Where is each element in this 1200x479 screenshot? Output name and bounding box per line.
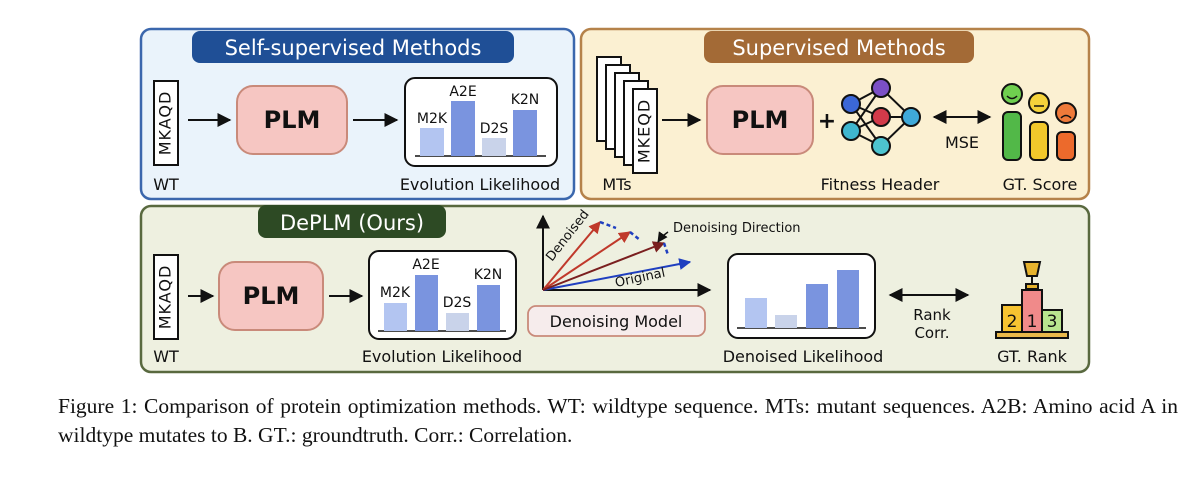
neural-network-icon	[841, 78, 921, 156]
podium-place-2: 2	[1007, 312, 1018, 332]
deplm-bar-label-a2e: A2E	[412, 257, 439, 273]
self-supervised-header: Self-supervised Methods	[225, 36, 482, 60]
bar-a2e	[451, 101, 475, 156]
deplm-bar-label-d2s: D2S	[443, 295, 472, 311]
fitness-header-label: Fitness Header	[821, 175, 940, 194]
denoise-dash-2	[629, 231, 641, 241]
podium-place-1: 1	[1027, 312, 1038, 332]
supervised-header-bg	[704, 31, 974, 63]
bar-m2k	[420, 128, 444, 156]
bar-k2n	[513, 110, 537, 156]
podium-icon	[995, 261, 1069, 339]
figure-caption: Figure 1: Comparison of protein optimiza…	[58, 394, 1178, 447]
denoised-bar-3	[806, 284, 828, 328]
plus-sign: +	[818, 109, 836, 134]
evolution-likelihood-label: Evolution Likelihood	[400, 175, 560, 194]
plm-box	[236, 85, 348, 155]
denoising-model-box	[527, 305, 706, 337]
bar-d2s	[482, 138, 506, 156]
supervised-plm-label: PLM	[732, 106, 789, 134]
wt-sequence-box: MKAQD	[153, 80, 179, 166]
plm-label: PLM	[264, 106, 321, 134]
vector-dark-red	[542, 241, 666, 291]
bar-label-d2s: D2S	[480, 121, 509, 137]
denoising-direction-label: Denoising Direction	[673, 221, 801, 236]
gt-rank-label: GT. Rank	[997, 347, 1068, 366]
deplm-bar-a2e	[415, 275, 438, 331]
gt-score-icon	[1001, 83, 1077, 161]
denoised-likelihood-label: Denoised Likelihood	[723, 347, 884, 366]
wt-label: WT	[153, 175, 179, 194]
deplm-bar-label-m2k: M2K	[380, 285, 411, 301]
rank-corr-label-line1: Rank	[913, 306, 951, 324]
denoised-bar-1	[745, 298, 767, 328]
deplm-wt-sequence: MKAQD	[156, 265, 175, 330]
direction-pointer	[657, 231, 669, 243]
gt-score-label: GT. Score	[1003, 175, 1078, 194]
deplm-header-bg	[258, 205, 446, 238]
bar-label-m2k: M2K	[417, 111, 448, 127]
deplm-plm-label: PLM	[243, 282, 300, 310]
rank-corr-label-line2: Corr.	[914, 324, 949, 342]
deplm-header: DePLM (Ours)	[280, 211, 424, 235]
mts-label: MTs	[602, 175, 631, 194]
deplm-wt-sequence-box: MKAQD	[153, 254, 179, 340]
bar-label-a2e: A2E	[449, 84, 476, 100]
deplm-bar-d2s	[446, 313, 469, 331]
self-supervised-panel: Self-supervised Methods MKAQD WT PLM M2K…	[139, 27, 576, 201]
bar-label-k2n: K2N	[511, 92, 540, 108]
deplm-panel: DePLM (Ours) MKAQD WT PLM M2K A2E D2S K2…	[139, 204, 1091, 374]
denoise-dash-1	[599, 220, 617, 230]
podium-place-3: 3	[1047, 312, 1058, 332]
vector-original	[542, 258, 692, 291]
deplm-wt-label: WT	[153, 347, 179, 366]
deplm-bar-label-k2n: K2N	[474, 267, 503, 283]
denoised-bar-2	[775, 315, 797, 328]
wt-sequence: MKAQD	[156, 91, 175, 156]
mts-sequence-stack: MKEQD	[596, 56, 658, 174]
deplm-evolution-likelihood-label: Evolution Likelihood	[362, 347, 522, 366]
supervised-header: Supervised Methods	[732, 36, 945, 60]
deplm-bar-k2n	[477, 285, 500, 331]
vector-red-2	[542, 231, 631, 291]
supervised-plm-box	[706, 85, 814, 155]
denoise-dash-3	[662, 242, 670, 256]
trophy-icon	[1022, 261, 1042, 277]
denoised-bar-4	[837, 270, 859, 328]
vector-red-1	[542, 221, 601, 291]
mts-sequence: MKEQD	[635, 99, 654, 163]
denoising-model-label: Denoising Model	[550, 312, 683, 331]
deplm-plm-box	[218, 261, 324, 331]
deplm-bar-m2k	[384, 303, 407, 331]
self-supervised-header-bg	[192, 31, 514, 63]
supervised-panel: Supervised Methods MKEQD MTs PLM +	[579, 27, 1091, 201]
mse-label: MSE	[945, 133, 979, 152]
